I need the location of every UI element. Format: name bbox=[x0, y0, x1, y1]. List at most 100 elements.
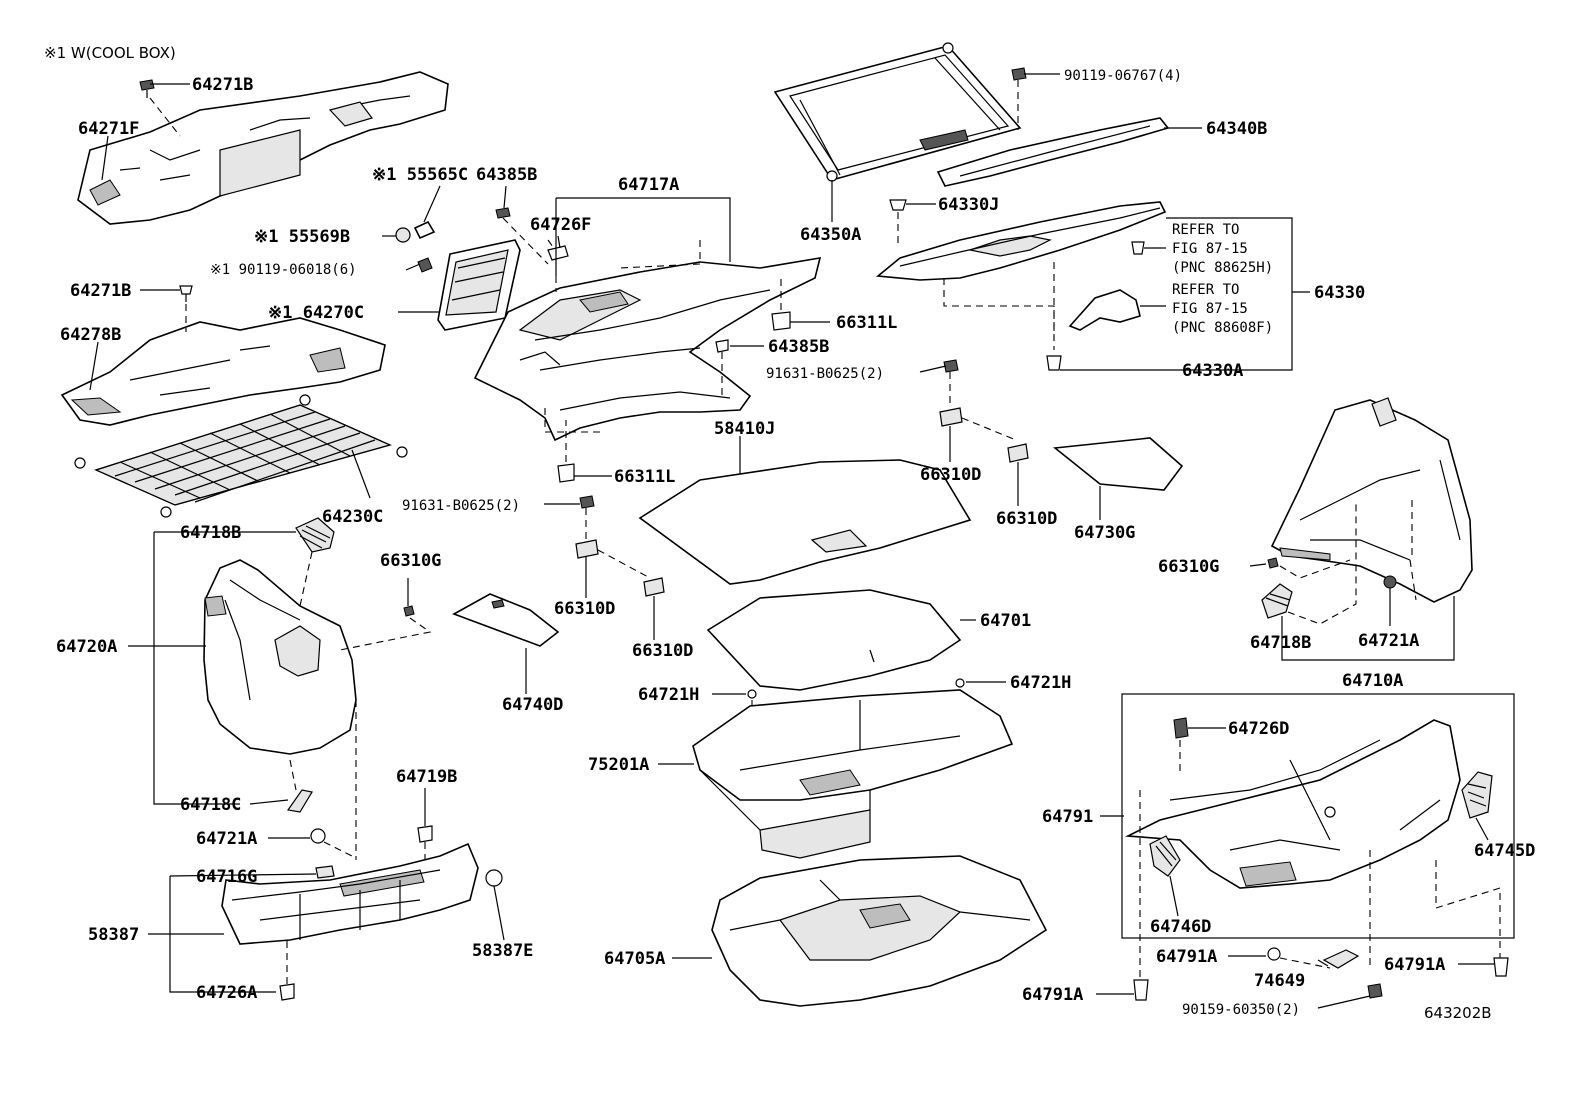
label-66310d-d: 66310D bbox=[632, 641, 693, 661]
label-64710a: 64710A bbox=[1342, 671, 1403, 691]
part-58387-sill-plate bbox=[221, 842, 479, 945]
label-66311l-b: 66311L bbox=[614, 467, 675, 487]
label-64721a-a: 64721A bbox=[196, 829, 257, 849]
label-64721h-b: 64721H bbox=[1010, 673, 1071, 693]
label-66311l-a: 66311L bbox=[836, 313, 897, 333]
label-64701: 64701 bbox=[980, 611, 1031, 631]
label-64726f: 64726F bbox=[530, 215, 591, 235]
label-91631-b: 91631-B0625(2) bbox=[402, 498, 520, 514]
label-66310d-b: 66310D bbox=[996, 509, 1057, 529]
label-75201a: 75201A bbox=[588, 755, 649, 775]
clip-64271b-top bbox=[139, 79, 155, 98]
label-64278b: 64278B bbox=[60, 325, 121, 345]
label-58387: 58387 bbox=[88, 925, 139, 945]
part-74649 bbox=[1322, 949, 1360, 969]
label-64730g: 64730G bbox=[1074, 523, 1135, 543]
label-58387e: 58387E bbox=[472, 941, 533, 961]
part-64230c-net bbox=[74, 394, 408, 518]
label-64271f: 64271F bbox=[78, 119, 139, 139]
grille-64718b-right bbox=[1261, 583, 1293, 619]
label-64705a: 64705A bbox=[604, 949, 665, 969]
label-66310d-c: 66310D bbox=[554, 599, 615, 619]
label-refer1-a: REFER TO bbox=[1172, 222, 1239, 238]
clip-58387e bbox=[485, 869, 503, 887]
label-refer2-b: FIG 87-15 bbox=[1172, 301, 1248, 317]
label-55569b: ※1 55569B bbox=[254, 227, 350, 247]
label-64791a-b: 64791A bbox=[1384, 955, 1445, 975]
clip-64721a-left bbox=[310, 828, 326, 844]
label-64350a: 64350A bbox=[800, 225, 861, 245]
label-64718b-b: 64718B bbox=[1250, 633, 1311, 653]
part-64730g-cover bbox=[1052, 437, 1184, 491]
part-64705a-spare-tray bbox=[711, 855, 1048, 1007]
cover-64718c bbox=[286, 789, 313, 813]
label-58410j: 58410J bbox=[714, 419, 775, 439]
label-64721a-b: 64721A bbox=[1358, 631, 1419, 651]
part-88608f-ref bbox=[1068, 289, 1141, 331]
clip-66310g-b bbox=[1267, 557, 1279, 569]
part-64271f-tray bbox=[77, 71, 449, 225]
label-64385b-a: 64385B bbox=[476, 165, 537, 185]
label-64717a: 64717A bbox=[618, 175, 679, 195]
label-64740d: 64740D bbox=[502, 695, 563, 715]
grille-64745d bbox=[1461, 771, 1493, 819]
label-64745d: 64745D bbox=[1474, 841, 1535, 861]
label-64716g: 64716G bbox=[196, 867, 257, 887]
label-refer2-c: (PNC 88608F) bbox=[1172, 320, 1273, 336]
clip-64726f bbox=[547, 245, 569, 261]
part-75201a-tray bbox=[692, 689, 1014, 859]
label-64726d: 64726D bbox=[1228, 719, 1289, 739]
clip-64721h-a bbox=[747, 689, 757, 699]
part-88625h-ref bbox=[1131, 241, 1145, 255]
part-64717a-panel bbox=[473, 257, 822, 442]
part-55565c bbox=[413, 220, 436, 240]
label-64791a-a: 64791A bbox=[1156, 947, 1217, 967]
label-90159-60350: 90159-60350(2) bbox=[1182, 1002, 1300, 1018]
label-64721h-a: 64721H bbox=[638, 685, 699, 705]
clip-64721h-b bbox=[955, 678, 965, 688]
clip-64271b-mid bbox=[179, 285, 193, 302]
label-64271b-a: 64271B bbox=[192, 75, 253, 95]
part-55569b bbox=[395, 227, 411, 243]
labels: ※1 W(COOL BOX) 64271B 64271F ※1 55565C 6… bbox=[44, 44, 1535, 1022]
part-64340b-cover bbox=[936, 117, 1170, 187]
label-91631-a: 91631-B0625(2) bbox=[766, 366, 884, 382]
clip-66310d-c bbox=[575, 539, 599, 559]
grille-64746d bbox=[1149, 835, 1181, 877]
label-64720a: 64720A bbox=[56, 637, 117, 657]
clip-64719b bbox=[417, 825, 433, 843]
part-64701-mat bbox=[706, 589, 962, 691]
part-64350a-frame bbox=[773, 42, 1022, 182]
label-64330a: 64330A bbox=[1182, 361, 1243, 381]
label-64791: 64791 bbox=[1042, 807, 1093, 827]
label-64230c: 64230C bbox=[322, 507, 383, 527]
note-cool-box: ※1 W(COOL BOX) bbox=[44, 44, 176, 62]
label-90119-06018: ※1 90119-06018(6) bbox=[210, 262, 357, 278]
part-64791-back-trim bbox=[1125, 719, 1461, 889]
part-64270c-cover bbox=[437, 239, 521, 331]
label-64270c: ※1 64270C bbox=[268, 303, 364, 323]
part-64720a-side-trim bbox=[203, 559, 357, 755]
grille-64718b-left bbox=[295, 517, 335, 553]
label-74649: 74649 bbox=[1254, 971, 1305, 991]
label-64726a: 64726A bbox=[196, 983, 257, 1003]
figure-id: 643202B bbox=[1424, 1004, 1492, 1022]
clip-66310d-b bbox=[1007, 443, 1029, 463]
part-64710a-side-trim bbox=[1270, 397, 1473, 603]
clip-64791a-1 bbox=[1133, 979, 1149, 1001]
part-58410j-deck-board bbox=[638, 459, 972, 585]
clip-66311l-b bbox=[557, 463, 575, 483]
part-64278b-tray bbox=[60, 317, 386, 426]
clip-64330a bbox=[1046, 355, 1062, 371]
clip-64385b-top bbox=[495, 207, 511, 219]
clip-64721a-right bbox=[1383, 575, 1397, 589]
label-refer2-a: REFER TO bbox=[1172, 282, 1239, 298]
label-66310g-b: 66310G bbox=[1158, 557, 1219, 577]
label-64340b: 64340B bbox=[1206, 119, 1267, 139]
clip-64726d bbox=[1173, 717, 1189, 739]
clip-64791a-3 bbox=[1493, 957, 1509, 977]
clip-64385b-mid bbox=[715, 339, 729, 353]
clip-64791a-2 bbox=[1267, 947, 1281, 961]
clip-64726a bbox=[279, 983, 295, 1001]
